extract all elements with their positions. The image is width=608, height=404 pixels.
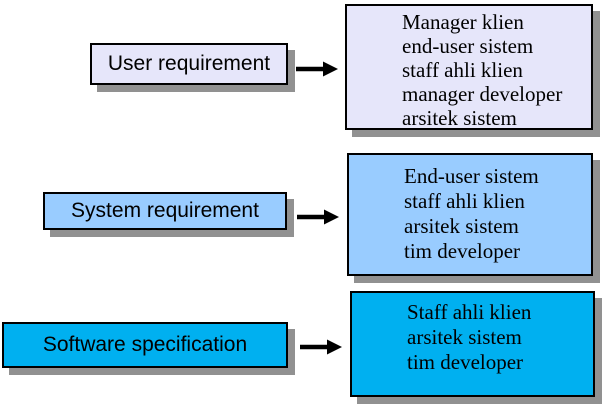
stakeholder-line: arsitek sistem bbox=[402, 106, 517, 130]
stakeholder-line: staff ahli klien bbox=[404, 189, 525, 213]
arrow-right-icon bbox=[297, 209, 339, 225]
stakeholder-line: staff ahli klien bbox=[402, 58, 523, 82]
stakeholder-line: arsitek sistem bbox=[404, 214, 519, 238]
stakeholder-line: manager developer bbox=[402, 82, 563, 106]
stage-label-software-specification: Software specification bbox=[42, 333, 248, 356]
stakeholder-line: End-user sistem bbox=[404, 164, 539, 188]
stage-box-system-requirement: System requirement bbox=[43, 192, 287, 230]
stakeholders-box-user-requirement: Manager klien end-user sistem staff ahli… bbox=[345, 4, 593, 130]
stakeholder-line: tim developer bbox=[407, 350, 524, 374]
stakeholders-box-system-requirement: End-user sistem staff ahli klien arsitek… bbox=[347, 153, 593, 276]
arrow-right-icon bbox=[296, 61, 338, 77]
stakeholder-line: end-user sistem bbox=[402, 34, 534, 58]
stakeholder-line: Manager klien bbox=[402, 10, 524, 34]
stakeholder-line: arsitek sistem bbox=[407, 325, 522, 349]
stage-label-user-requirement: User requirement bbox=[107, 52, 271, 75]
stakeholder-line: tim developer bbox=[404, 239, 521, 263]
stage-box-user-requirement: User requirement bbox=[90, 43, 288, 85]
stage-label-system-requirement: System requirement bbox=[71, 199, 259, 222]
arrow-right-icon bbox=[300, 339, 342, 355]
stakeholder-line: Staff ahli klien bbox=[407, 300, 532, 324]
stakeholders-box-software-specification: Staff ahli klien arsitek sistem tim deve… bbox=[350, 291, 595, 397]
stage-box-software-specification: Software specification bbox=[2, 322, 288, 368]
